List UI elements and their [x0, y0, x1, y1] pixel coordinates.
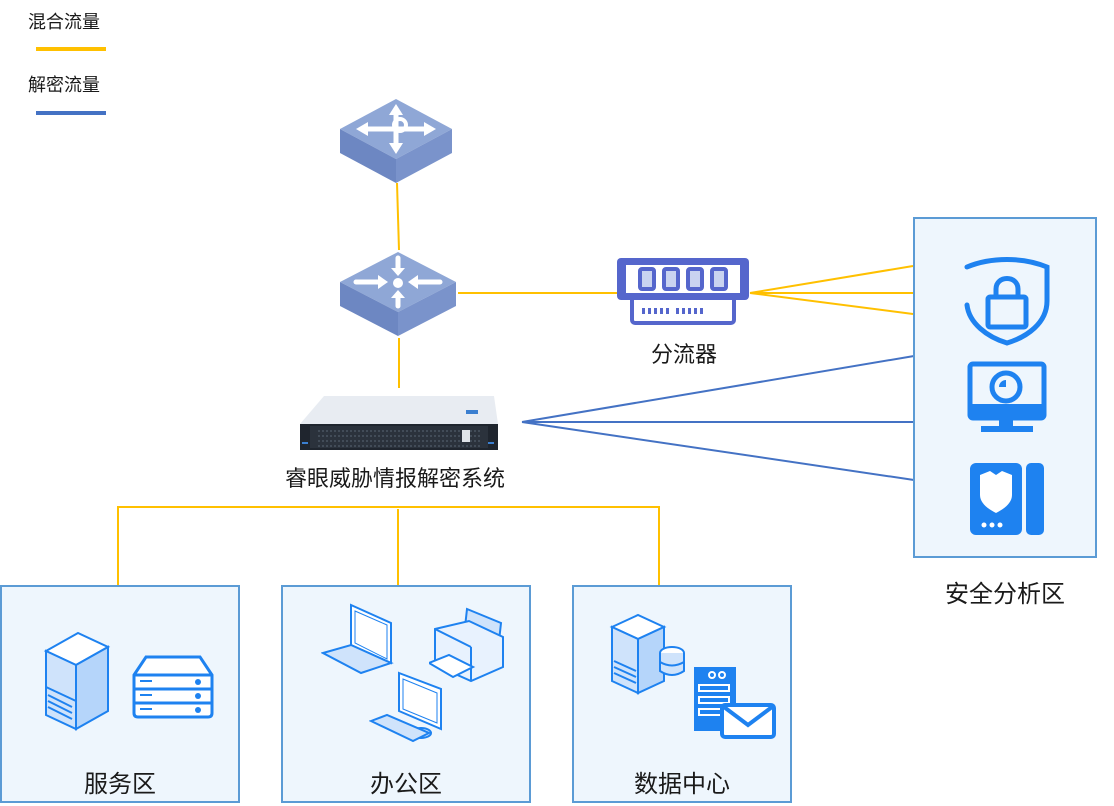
- link-decrypt-security-3: [521, 421, 915, 481]
- security-appliance-icon: [970, 463, 1044, 535]
- zone-security[interactable]: [913, 217, 1097, 558]
- link-splitter-security-3: [749, 292, 914, 315]
- desktop-icon: [369, 671, 442, 743]
- link-decrypt-security-1: [521, 355, 915, 423]
- link-splitter-security-1: [749, 265, 914, 294]
- legend-decrypted-label: 解密流量: [28, 75, 100, 96]
- monitor-icon: [967, 361, 1047, 432]
- link-router-switch: [396, 182, 400, 251]
- zone-office-label: 办公区: [370, 770, 442, 798]
- traffic-splitter-icon[interactable]: [614, 255, 754, 327]
- link-bus-zones: [117, 506, 660, 585]
- splitter-label: 分流器: [650, 343, 717, 368]
- router-icon[interactable]: [334, 95, 458, 187]
- shield-lock-icon: [964, 257, 1050, 346]
- storage-server-icon: [132, 655, 214, 719]
- database-server-icon: [609, 613, 685, 695]
- zone-service-label: 服务区: [84, 770, 156, 798]
- tower-server-icon: [43, 631, 111, 731]
- legend-mixed-line: [36, 47, 106, 51]
- printer-icon: [429, 607, 504, 683]
- legend-decrypted-line: [36, 111, 106, 115]
- zone-datacenter-label: 数据中心: [634, 770, 730, 798]
- rack-server-icon[interactable]: [298, 394, 500, 452]
- mail-server-icon: [694, 667, 776, 739]
- zone-security-label: 安全分析区: [945, 580, 1065, 608]
- zone-datacenter[interactable]: 数据中心: [572, 585, 792, 803]
- zone-office[interactable]: 办公区: [281, 585, 531, 803]
- zone-service[interactable]: 服务区: [0, 585, 240, 803]
- legend-mixed-label: 混合流量: [28, 12, 100, 33]
- laptop-icon: [321, 603, 394, 675]
- decrypt-system-label: 睿眼威胁情报解密系统: [284, 467, 505, 492]
- switch-icon[interactable]: [336, 248, 460, 340]
